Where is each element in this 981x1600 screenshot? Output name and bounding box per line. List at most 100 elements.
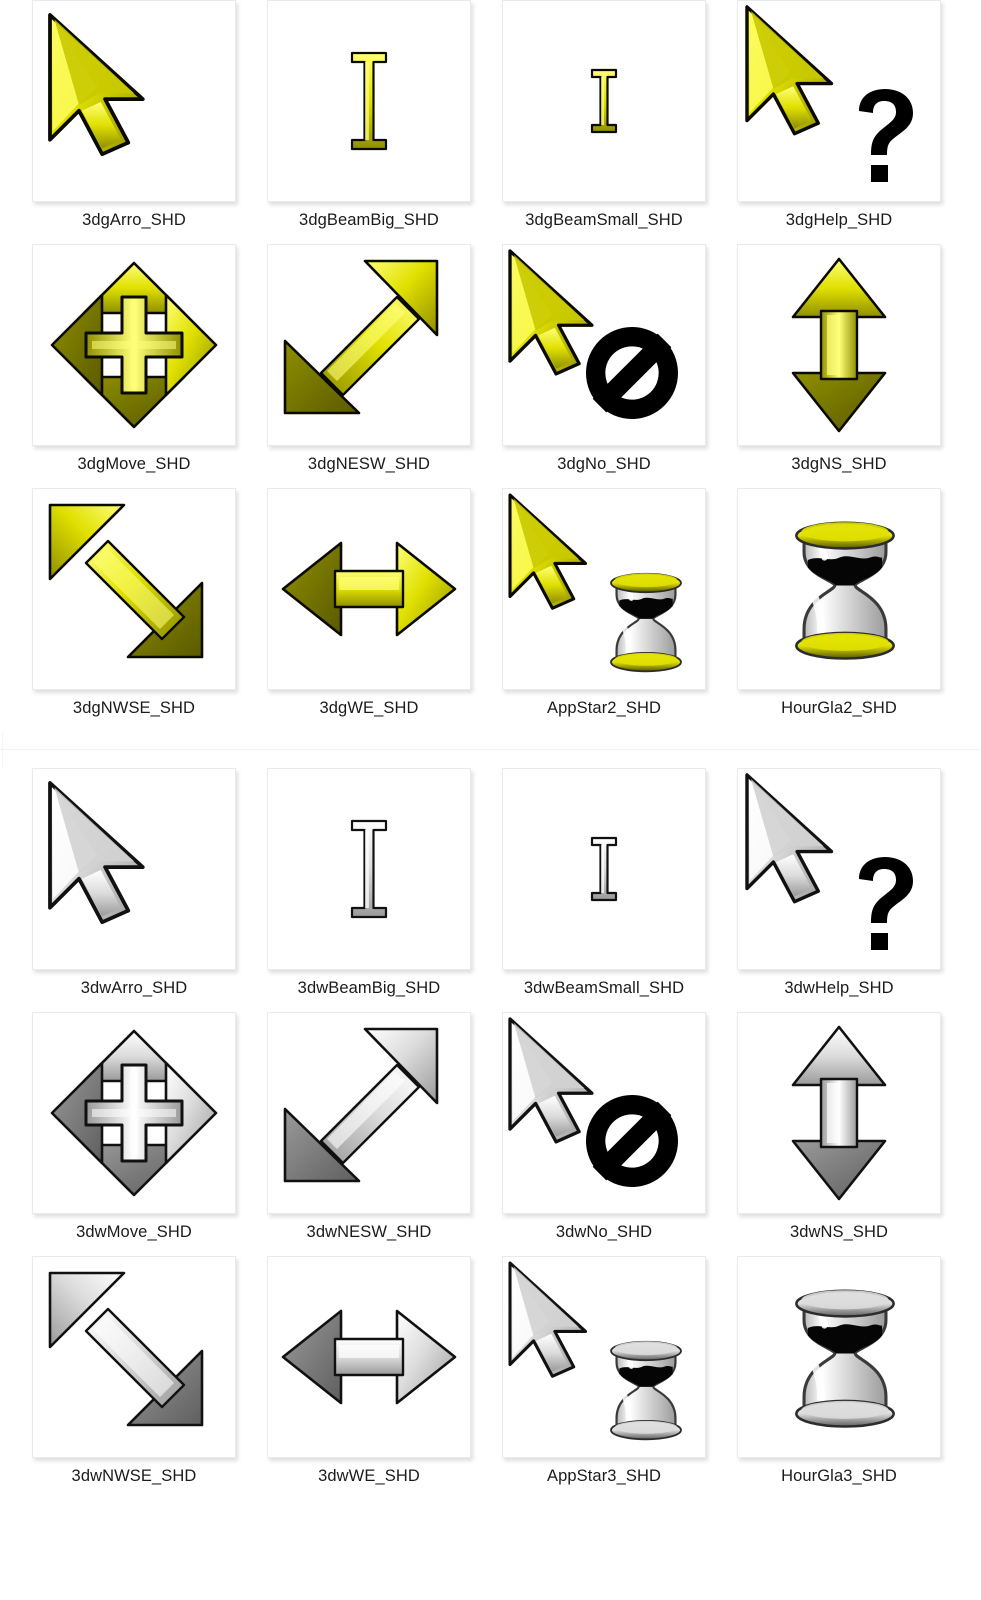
arrow-question-help-icon xyxy=(738,769,940,969)
resize-nwse-diagonal-icon xyxy=(33,1257,235,1457)
icon-label: 3dgNESW_SHD xyxy=(307,455,431,473)
icon-tile[interactable] xyxy=(32,768,236,970)
arrow-no-entry-icon xyxy=(503,245,705,445)
icon-label: HourGla2_SHD xyxy=(781,699,897,717)
icon-label: 3dgBeamSmall_SHD xyxy=(525,211,683,229)
icon-cell[interactable]: 3dwNS_SHD xyxy=(737,1012,972,1256)
icon-tile[interactable] xyxy=(32,0,236,202)
icon-tile[interactable] xyxy=(32,1256,236,1458)
icon-cell[interactable]: HourGla3_SHD xyxy=(737,1256,972,1500)
hourglass-wait-icon xyxy=(738,1257,940,1457)
icon-cell[interactable]: 3dgBeamBig_SHD xyxy=(267,0,502,244)
hourglass-wait-icon xyxy=(738,489,940,689)
icon-label: 3dgBeamBig_SHD xyxy=(299,211,439,229)
icon-cell[interactable]: AppStar3_SHD xyxy=(502,1256,737,1500)
icon-cell[interactable]: 3dgHelp_SHD xyxy=(737,0,972,244)
icon-label: 3dwNo_SHD xyxy=(555,1223,653,1241)
icon-label: AppStar3_SHD xyxy=(546,1467,661,1485)
ibeam-large-icon xyxy=(268,769,470,969)
icon-label: 3dwNS_SHD xyxy=(789,1223,889,1241)
icon-tile[interactable] xyxy=(737,1256,941,1458)
icon-cell[interactable]: 3dwBeamSmall_SHD xyxy=(502,768,737,1012)
separator-line-vertical xyxy=(2,732,3,768)
resize-we-horizontal-icon xyxy=(268,1257,470,1457)
icon-label: 3dgMove_SHD xyxy=(77,455,191,473)
icon-label: 3dwMove_SHD xyxy=(76,1223,192,1241)
ibeam-small-icon xyxy=(503,1,705,201)
icon-tile[interactable] xyxy=(267,488,471,690)
icon-label: 3dwBeamSmall_SHD xyxy=(523,979,685,997)
resize-ns-vertical-icon xyxy=(738,1013,940,1213)
icon-cell[interactable]: AppStar2_SHD xyxy=(502,488,737,732)
icon-cell[interactable]: 3dwBeamBig_SHD xyxy=(267,768,502,1012)
arrow-no-entry-icon xyxy=(503,1013,705,1213)
icon-cell[interactable]: 3dwNWSE_SHD xyxy=(32,1256,267,1500)
icon-cell[interactable]: HourGla2_SHD xyxy=(737,488,972,732)
icon-label: 3dgHelp_SHD xyxy=(785,211,893,229)
icon-cell[interactable]: 3dwNESW_SHD xyxy=(267,1012,502,1256)
arrow-hourglass-busy-icon xyxy=(503,489,705,689)
icon-cell[interactable]: 3dgNS_SHD xyxy=(737,244,972,488)
resize-nesw-diagonal-icon xyxy=(268,245,470,445)
icon-cell[interactable]: 3dwWE_SHD xyxy=(267,1256,502,1500)
icon-tile[interactable] xyxy=(267,0,471,202)
arrow-question-help-icon xyxy=(738,1,940,201)
icon-tile[interactable] xyxy=(267,244,471,446)
icon-tile[interactable] xyxy=(32,1012,236,1214)
icon-grid-gold: 3dgArro_SHD xyxy=(0,0,981,732)
icon-tile[interactable] xyxy=(502,488,706,690)
icon-cell[interactable]: 3dgMove_SHD xyxy=(32,244,267,488)
resize-we-horizontal-icon xyxy=(268,489,470,689)
icon-cell[interactable]: 3dwMove_SHD xyxy=(32,1012,267,1256)
icon-tile[interactable] xyxy=(502,768,706,970)
icon-cell[interactable]: 3dgBeamSmall_SHD xyxy=(502,0,737,244)
resize-nesw-diagonal-icon xyxy=(268,1013,470,1213)
icon-label: AppStar2_SHD xyxy=(546,699,661,717)
icon-tile[interactable] xyxy=(32,244,236,446)
icon-tile[interactable] xyxy=(737,0,941,202)
icon-cell[interactable]: 3dgNo_SHD xyxy=(502,244,737,488)
icon-cell[interactable]: 3dwArro_SHD xyxy=(32,768,267,1012)
icon-tile[interactable] xyxy=(737,488,941,690)
icon-label: HourGla3_SHD xyxy=(781,1467,897,1485)
move-four-way-arrow-icon xyxy=(33,1013,235,1213)
move-four-way-arrow-icon xyxy=(33,245,235,445)
icon-label: 3dgNWSE_SHD xyxy=(72,699,196,717)
icon-label: 3dwNESW_SHD xyxy=(306,1223,432,1241)
icon-label: 3dwWE_SHD xyxy=(318,1467,420,1485)
icon-label: 3dwBeamBig_SHD xyxy=(297,979,441,997)
icon-cell[interactable]: 3dgNWSE_SHD xyxy=(32,488,267,732)
separator-line-horizontal xyxy=(0,749,981,750)
section-silver-cursors: 3dwArro_SHD xyxy=(0,768,981,1500)
icon-label: 3dwHelp_SHD xyxy=(784,979,894,997)
icon-tile[interactable] xyxy=(502,1256,706,1458)
icon-cell[interactable]: 3dgArro_SHD xyxy=(32,0,267,244)
icon-tile[interactable] xyxy=(267,1256,471,1458)
icon-cell[interactable]: 3dwNo_SHD xyxy=(502,1012,737,1256)
ibeam-large-icon xyxy=(268,1,470,201)
icon-grid-silver: 3dwArro_SHD xyxy=(0,768,981,1500)
resize-ns-vertical-icon xyxy=(738,245,940,445)
icon-cell[interactable]: 3dgNESW_SHD xyxy=(267,244,502,488)
icon-label: 3dgNo_SHD xyxy=(557,455,651,473)
icon-tile[interactable] xyxy=(502,244,706,446)
arrow-cursor-icon xyxy=(33,769,235,969)
icon-tile[interactable] xyxy=(737,768,941,970)
icon-tile[interactable] xyxy=(32,488,236,690)
icon-cell[interactable]: 3dgWE_SHD xyxy=(267,488,502,732)
icon-tile[interactable] xyxy=(737,1012,941,1214)
icon-tile[interactable] xyxy=(502,1012,706,1214)
icon-tile[interactable] xyxy=(267,1012,471,1214)
icon-tile[interactable] xyxy=(267,768,471,970)
icon-label: 3dgNS_SHD xyxy=(791,455,887,473)
icon-tile[interactable] xyxy=(737,244,941,446)
section-gold-cursors: 3dgArro_SHD xyxy=(0,0,981,732)
ibeam-small-icon xyxy=(503,769,705,969)
icon-label: 3dgArro_SHD xyxy=(82,211,186,229)
icon-label: 3dwArro_SHD xyxy=(80,979,188,997)
arrow-cursor-icon xyxy=(33,1,235,201)
arrow-hourglass-busy-icon xyxy=(503,1257,705,1457)
icon-tile[interactable] xyxy=(502,0,706,202)
icon-cell[interactable]: 3dwHelp_SHD xyxy=(737,768,972,1012)
